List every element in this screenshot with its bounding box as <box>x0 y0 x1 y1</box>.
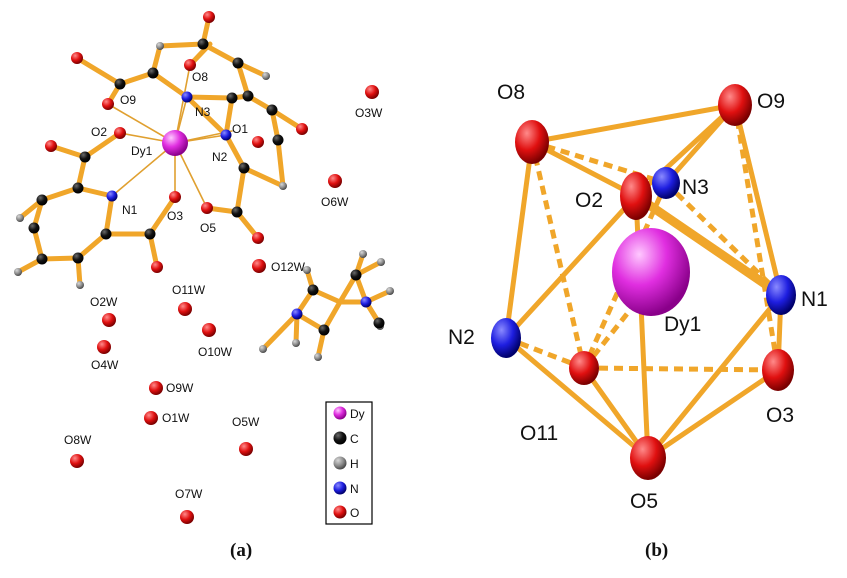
panel-a-legend: Dy C H N O <box>325 401 373 525</box>
vertex-n3 <box>652 167 680 199</box>
label-o9-b: O9 <box>757 90 785 113</box>
label-o2-b: O2 <box>575 189 603 212</box>
label-o4w: O4W <box>91 358 119 372</box>
label-o1-a: O1 <box>232 122 248 136</box>
dy-atom-b <box>612 228 690 316</box>
label-o9w: O9W <box>166 381 194 395</box>
vertex-o5 <box>630 436 666 480</box>
label-o3-a: O3 <box>167 209 183 223</box>
legend-h-swatch <box>333 456 347 470</box>
edge-o2-n1 <box>631 191 786 300</box>
label-n3-a: N3 <box>195 105 211 119</box>
label-o12w: O12W <box>271 260 306 274</box>
panel-a-nitrogens <box>106 91 303 320</box>
label-o3-b: O3 <box>766 404 794 427</box>
dy-atom-a <box>162 130 188 156</box>
vertex-o2 <box>620 172 652 220</box>
panel-a-atom-labels: O9 O8 N3 O2 O1 N2 N1 O3 O5 Dy1 <box>91 70 248 235</box>
vertex-o11 <box>569 351 599 385</box>
legend-c-swatch <box>333 431 347 445</box>
label-o8w: O8W <box>64 433 92 447</box>
label-o3w: O3W <box>355 106 383 120</box>
panel-b: O8 O9 N3 O2 N1 N2 O11 O3 O5 Dy1 (b) <box>448 81 828 561</box>
panel-b-vertices <box>491 84 796 480</box>
legend-h-label: H <box>350 457 359 471</box>
label-n1-b: N1 <box>801 288 828 311</box>
label-o11w: O11W <box>172 283 206 297</box>
vertex-n1 <box>766 275 796 315</box>
label-o5w: O5W <box>232 415 260 429</box>
panel-b-labels: O8 O9 N3 O2 N1 N2 O11 O3 O5 Dy1 <box>448 81 828 513</box>
label-n2-b: N2 <box>448 326 475 349</box>
label-o1w: O1W <box>162 411 190 425</box>
label-o9-a: O9 <box>120 93 136 107</box>
caption-a: (a) <box>230 540 252 561</box>
vertex-o3 <box>762 349 794 391</box>
label-o5-b: O5 <box>630 490 658 513</box>
label-n2-a: N2 <box>212 150 228 164</box>
legend-n-swatch <box>333 481 347 495</box>
label-o11-b: O11 <box>520 422 558 445</box>
legend-o-label: O <box>350 506 359 520</box>
caption-b: (b) <box>645 540 668 561</box>
legend-c-label: C <box>350 432 359 446</box>
vertex-o9 <box>718 84 752 126</box>
panel-a-water-labels: O3W O6W O12W O11W O10W O2W O4W O9W O1W O… <box>64 106 383 501</box>
label-o6w: O6W <box>321 195 349 209</box>
label-o5-a: O5 <box>200 221 216 235</box>
vertex-n2 <box>491 318 521 358</box>
label-dy1-b: Dy1 <box>664 313 701 336</box>
label-o2-a: O2 <box>91 125 107 139</box>
label-o10w: O10W <box>198 345 233 359</box>
legend-dy-label: Dy <box>350 407 365 421</box>
label-o8-b: O8 <box>497 81 525 104</box>
label-n1-a: N1 <box>122 203 138 217</box>
legend-dy-swatch <box>333 406 347 420</box>
panel-a: O9 O8 N3 O2 O1 N2 N1 O3 O5 Dy1 O3W O6W O… <box>14 11 394 561</box>
legend-n-label: N <box>350 482 359 496</box>
label-o8-a: O8 <box>192 70 208 84</box>
panel-a-oxygens <box>45 11 308 273</box>
label-o2w: O2W <box>90 295 118 309</box>
legend-o-swatch <box>333 505 347 519</box>
vertex-o8 <box>515 120 549 164</box>
panel-a-water-molecules <box>70 85 379 524</box>
label-o7w: O7W <box>175 487 203 501</box>
panel-a-carbons <box>28 38 385 336</box>
label-dy1-a: Dy1 <box>131 144 153 158</box>
label-n3-b: N3 <box>682 176 709 199</box>
